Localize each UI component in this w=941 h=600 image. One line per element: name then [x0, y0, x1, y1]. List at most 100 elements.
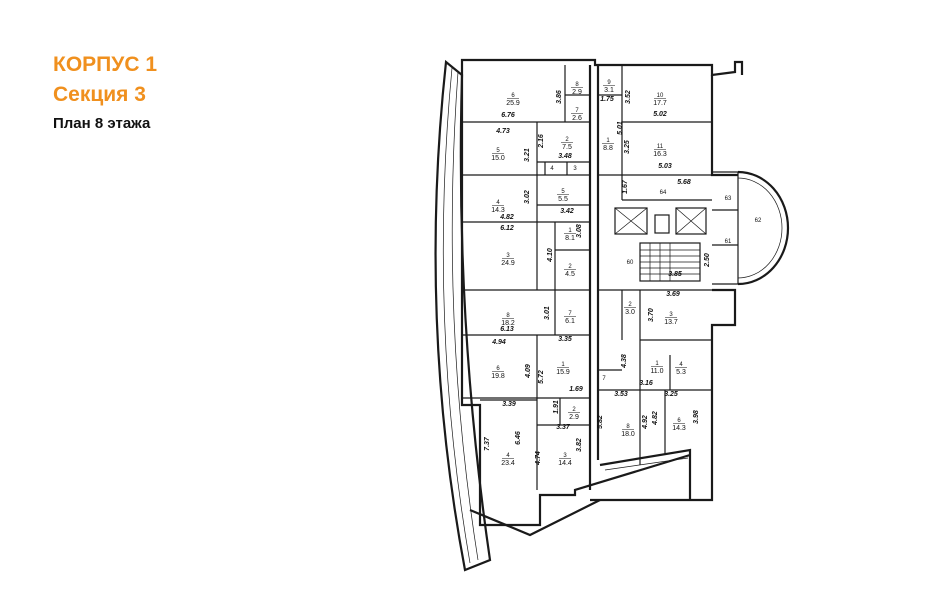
dimension-label: 1.75: [600, 96, 614, 103]
room-number: 2: [568, 264, 572, 270]
room-label: 313.7: [664, 312, 678, 326]
room-label: 4: [550, 166, 554, 172]
dimension-label: 3.08: [576, 224, 583, 238]
dimension-label: 4.92: [642, 415, 649, 430]
room-number: 4: [679, 362, 683, 368]
dimension-label: 6.76: [501, 112, 515, 119]
room-label: 324.9: [501, 253, 515, 267]
dimension-label: 1.91: [553, 400, 560, 414]
dimension-label: 4.10: [547, 248, 554, 263]
room-label: 423.4: [501, 453, 515, 467]
room-area: 11.0: [650, 368, 663, 375]
room-label: 82.9: [571, 82, 583, 96]
room-area: 25.9: [506, 100, 520, 107]
room-number: 6: [677, 418, 681, 424]
dimension-label: 5.72: [538, 370, 545, 384]
room-number: 4: [550, 166, 554, 172]
title-block: КОРПУС 1 Секция 3 План 8 этажа: [53, 50, 157, 136]
dimension-label: 4.38: [621, 354, 628, 369]
room-label: 619.8: [491, 366, 505, 380]
dimension-label: 4.82: [499, 214, 514, 221]
room-area: 4.5: [565, 271, 575, 278]
room-number: 5: [496, 148, 500, 154]
round-balcony: [712, 170, 790, 286]
room-number: 3: [573, 166, 577, 172]
floor-plan-title: План 8 этажа: [53, 115, 151, 132]
dimension-label: 3.53: [614, 391, 628, 398]
dimension-label: 3.25: [664, 391, 678, 398]
dimension-label: 4.82: [652, 411, 659, 426]
room-area: 24.9: [501, 260, 515, 267]
room-number: 4: [506, 453, 510, 459]
room-area: 13.7: [664, 319, 678, 326]
room-number: 3: [669, 312, 673, 318]
room-number: 6: [496, 366, 500, 372]
room-label: 818.2: [501, 313, 515, 327]
room-area: 2.9: [572, 89, 582, 96]
room-area: 19.8: [491, 373, 505, 380]
room-number: 10: [657, 93, 664, 99]
room-area: 18.0: [621, 431, 635, 438]
room-number: 2: [565, 137, 569, 143]
room-area: 3.0: [625, 309, 635, 316]
dimension-label: 3.86: [556, 90, 563, 104]
room-label: 625.9: [506, 93, 520, 107]
room-label: 22.9: [568, 407, 580, 421]
dimension-label: 5.02: [653, 111, 667, 118]
room-label: 18.8: [602, 138, 614, 152]
room-area: 5.5: [558, 196, 568, 203]
room-area: 2.9: [569, 414, 579, 421]
room-number: 11: [657, 144, 664, 150]
room-area: 6.1: [565, 318, 575, 325]
lift-stair-core: [614, 207, 707, 282]
dimension-label: 4.94: [491, 339, 506, 346]
room-area: 23.4: [501, 460, 515, 467]
aux-label: 7: [602, 376, 606, 382]
room-area: 5.3: [676, 369, 686, 376]
aux-label: 60: [627, 260, 634, 266]
room-number: 1: [655, 361, 659, 367]
room-number: 4: [496, 200, 500, 206]
dimension-label: 3.02: [524, 190, 531, 204]
room-number: 1: [568, 228, 572, 234]
dimension-label: 3.39: [502, 401, 516, 408]
aux-label: 62: [755, 218, 762, 224]
room-number: 7: [568, 311, 572, 317]
dimension-label: 1.67: [622, 179, 629, 194]
room-area: 7.5: [562, 144, 572, 151]
room-number: 6: [511, 93, 515, 99]
room-label: 93.1: [603, 80, 615, 94]
room-area: 15.9: [556, 369, 570, 376]
dimension-label: 6.13: [500, 326, 514, 333]
room-number: 2: [628, 302, 632, 308]
room-label: 818.0: [621, 424, 635, 438]
dimension-label: 3.69: [666, 291, 680, 298]
room-label: 614.3: [672, 418, 686, 432]
dimension-label: 3.35: [558, 336, 572, 343]
room-area: 16.3: [653, 151, 667, 158]
room-number: 1: [561, 362, 565, 368]
room-number: 5: [561, 189, 565, 195]
left-partitions: [462, 65, 590, 490]
section-title: Секция 3: [53, 83, 146, 106]
dimension-label: 2.50: [704, 253, 711, 268]
dimension-label: 4.73: [495, 128, 510, 135]
room-label: 515.0: [491, 148, 505, 162]
room-area: 17.7: [653, 100, 667, 107]
dimension-label: 3.52: [625, 90, 632, 104]
dimension-label: 3.37: [556, 424, 571, 431]
room-label: 55.5: [557, 189, 569, 203]
dimension-label: 3.21: [524, 148, 531, 162]
room-area: 18.2: [501, 320, 515, 327]
right-partitions: [597, 65, 712, 465]
dimension-label: 3.82: [576, 438, 583, 452]
room-number: 8: [506, 313, 510, 319]
dimension-label: 6.12: [500, 225, 514, 232]
room-area: 3.1: [604, 87, 614, 94]
dimension-label: 5.82: [597, 415, 604, 429]
room-number: 8: [575, 82, 579, 88]
dimension-label: 6.46: [515, 431, 522, 445]
